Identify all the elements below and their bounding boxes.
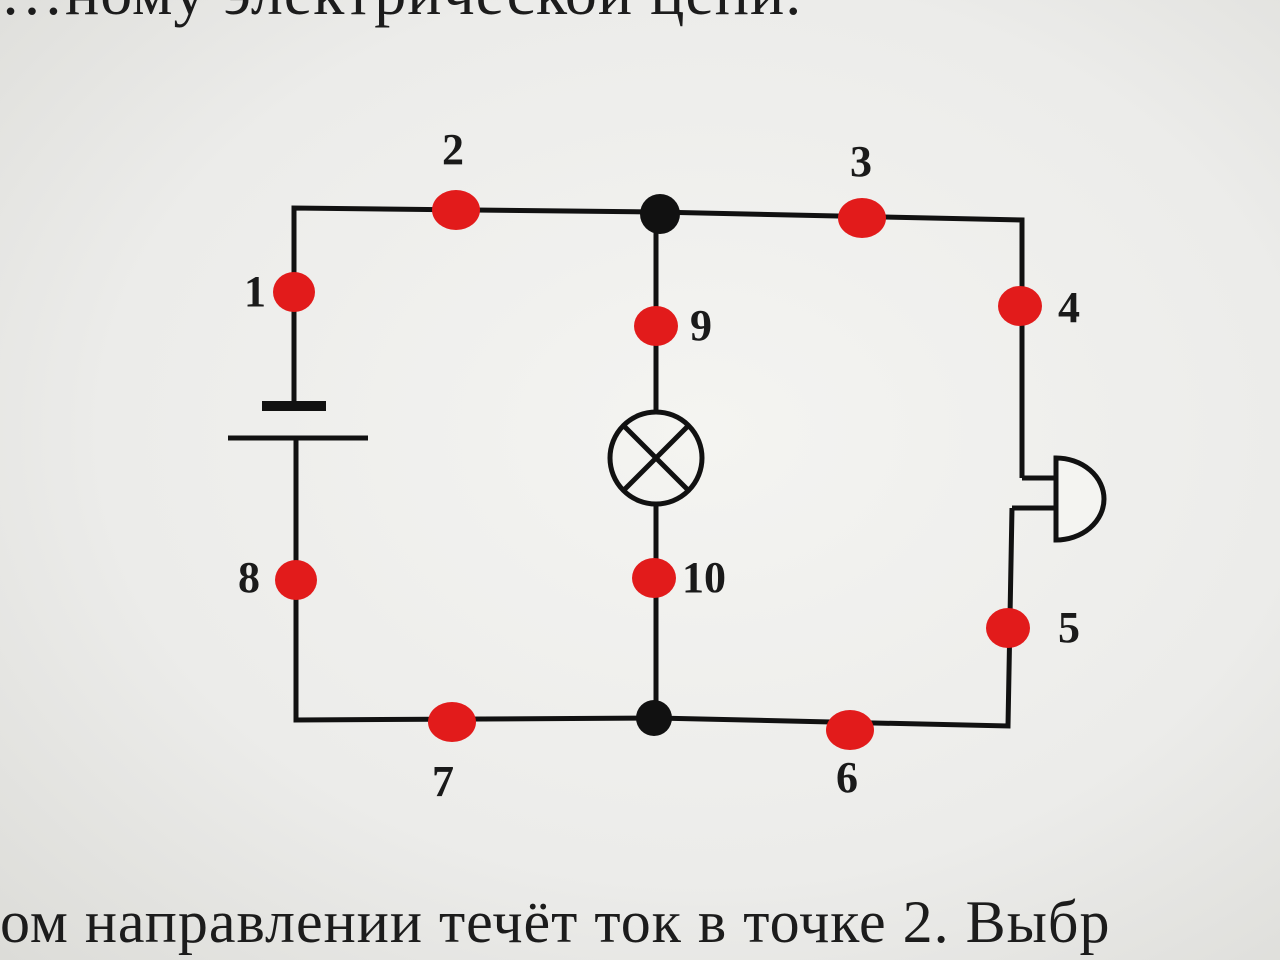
- point-9-label: 9: [690, 301, 712, 350]
- point-4-label: 4: [1058, 283, 1080, 332]
- lamp-icon: [607, 409, 705, 507]
- point-1-label: 1: [244, 267, 266, 316]
- task-text-bottom: ом направлении течёт ток в точке 2. Выбр: [0, 889, 1111, 955]
- task-text-top: …ному электрической цепи.: [0, 0, 1280, 30]
- circuit-wires: [291, 205, 1056, 729]
- point-5-marker: [986, 608, 1030, 648]
- point-10-label: 10: [682, 553, 726, 602]
- point-8-label: 8: [238, 553, 260, 602]
- point-3-marker: [838, 198, 886, 238]
- point-6-label: 6: [836, 753, 858, 802]
- point-7-label: 7: [432, 757, 454, 806]
- point-10-marker: [632, 558, 676, 598]
- junction-top: [640, 194, 680, 234]
- junction-bottom: [636, 700, 672, 736]
- battery-icon: [228, 401, 368, 441]
- point-6-marker: [826, 710, 874, 750]
- point-2-marker: [432, 190, 480, 230]
- point-7-marker: [428, 702, 476, 742]
- point-1-marker: [273, 272, 315, 312]
- wire-bell-leads: [1012, 475, 1056, 511]
- point-2-label: 2: [442, 125, 464, 174]
- point-3-label: 3: [850, 137, 872, 186]
- point-9-marker: [634, 306, 678, 346]
- point-8-marker: [275, 560, 317, 600]
- bell-icon: [1053, 455, 1107, 543]
- point-4-marker: [998, 286, 1042, 326]
- point-5-label: 5: [1058, 603, 1080, 652]
